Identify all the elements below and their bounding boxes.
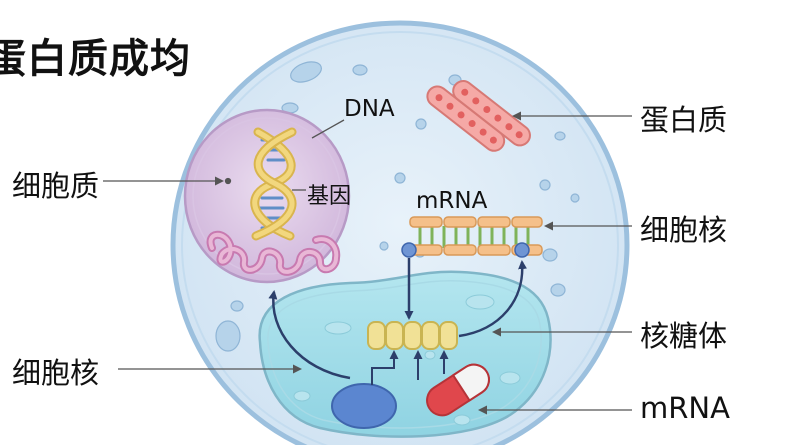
label-cytoplasm: 细胞质 (12, 169, 100, 203)
dna-helix (250, 127, 297, 241)
label-nucleus-right: 细胞核 (640, 213, 728, 247)
cell-membrane-inner (181, 31, 619, 445)
label-protein: 蛋白质 (640, 103, 728, 137)
label-mrna: mRNA (640, 391, 730, 425)
label-dna: DNA (344, 96, 395, 122)
ribosome-arrows (371, 350, 449, 385)
ribosome-chain (367, 321, 458, 350)
label-mrna-inner: mRNA (416, 188, 488, 214)
label-gene: 基因 (307, 184, 352, 209)
label-nucleus-left: 细胞核 (12, 356, 100, 390)
mrna-strand (401, 216, 543, 258)
leader-lines (103, 111, 632, 415)
purple-nucleus-inner (192, 117, 342, 275)
nucleolus (331, 383, 397, 429)
pathway-arrows (268, 258, 528, 380)
page-title: 蛋白质成均 (0, 36, 191, 82)
capsule (426, 363, 490, 417)
nucleus-specks (293, 294, 521, 426)
mitochondria (426, 80, 531, 152)
label-ribosome: 核糖体 (640, 319, 728, 353)
